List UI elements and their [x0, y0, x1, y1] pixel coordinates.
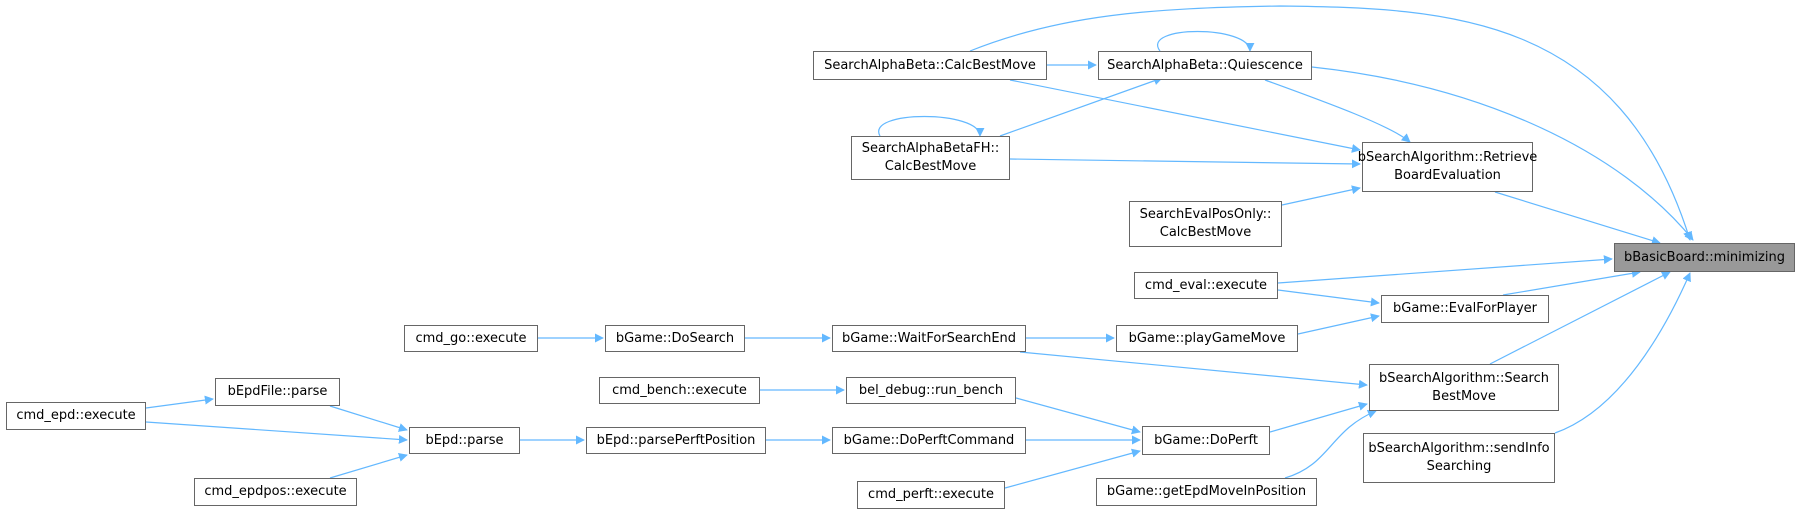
edge-playgamemove-evalforplayer [1297, 313, 1380, 335]
node-label-line: bGame::playGameMove [1128, 330, 1286, 346]
node-sabfh-calc[interactable]: SearchAlphaBetaFH::CalcBestMove [851, 136, 1010, 180]
node-label-line: bel_debug::run_bench [858, 382, 1004, 398]
edge-getepd-searchbestmove [1284, 409, 1377, 479]
edge-cmdeval-minimizing [1277, 255, 1613, 284]
node-label-line: bSearchAlgorithm::sendInfo [1368, 441, 1550, 456]
edge-quiesce-retrieve [1264, 79, 1411, 143]
node-label-line: cmd_bench::execute [612, 382, 747, 398]
edge-waitsearch-searchbestmove [1019, 351, 1368, 389]
node-label-line: BestMove [1432, 388, 1496, 404]
node-label-line: CalcBestMove [884, 159, 977, 174]
edge-sabfh-retrieve [1009, 158, 1361, 169]
node-dosearch[interactable]: bGame::DoSearch [605, 325, 745, 352]
node-label-line: bSearchAlgorithm::Retrieve [1357, 150, 1538, 165]
edge-cmdperft-doperft [1004, 448, 1141, 489]
node-waitsearch[interactable]: bGame::WaitForSearchEnd [832, 325, 1026, 352]
node-label-line: bGame::DoPerftCommand [843, 432, 1015, 448]
edge-sabfh-quiesce [999, 76, 1163, 137]
node-epdfile-parse[interactable]: bEpdFile::parse [215, 378, 340, 406]
node-label-line: cmd_epdpos::execute [204, 484, 347, 499]
node-label-line: bGame::WaitForSearchEnd [841, 330, 1017, 346]
edge-sabcalc-minimizing [969, 5, 1692, 241]
node-label-line: bGame::DoSearch [615, 330, 735, 346]
edge-searchbestmove-minimizing [1489, 271, 1671, 365]
edge-cmdeval-evalforplayer [1277, 289, 1380, 307]
node-parseperft[interactable]: bEpd::parsePerftPosition [586, 427, 766, 454]
edge-epdfile-epdparse [329, 405, 408, 432]
node-runbench[interactable]: bel_debug::run_bench [846, 377, 1016, 404]
node-evalforplayer[interactable]: bGame::EvalForPlayer [1381, 295, 1549, 323]
edge-sendinfo-minimizing [1554, 272, 1691, 434]
node-label-line: cmd_go::execute [415, 330, 527, 346]
node-label-line: BoardEvaluation [1394, 168, 1501, 183]
edge-sabcalc-retrieve [1009, 79, 1361, 153]
node-doperftcmd[interactable]: bGame::DoPerftCommand [832, 427, 1026, 454]
node-epd-parse[interactable]: bEpd::parse [409, 427, 520, 454]
node-label-line: SearchAlphaBeta::Quiescence [1107, 57, 1303, 73]
node-label-line: bEpd::parsePerftPosition [596, 432, 756, 448]
edge-quiesce-minimizing [1311, 66, 1694, 241]
node-playgamemove[interactable]: bGame::playGameMove [1116, 325, 1298, 352]
edge-runbench-doperft [1015, 397, 1141, 435]
node-label-line: cmd_epd::execute [16, 408, 136, 423]
edge-evalpos-retrieve [1281, 185, 1361, 206]
edge-retrieve-minimizing [1494, 191, 1661, 245]
node-cmd-epdpos[interactable]: cmd_epdpos::execute [194, 478, 357, 506]
node-label-line: Searching [1426, 459, 1492, 474]
node-label-line: SearchAlphaBetaFH:: [861, 141, 1000, 156]
node-label-line: bGame::EvalForPlayer [1393, 301, 1537, 316]
node-cmd-eval[interactable]: cmd_eval::execute [1134, 272, 1278, 299]
node-evalpos[interactable]: SearchEvalPosOnly::CalcBestMove [1129, 201, 1282, 247]
edge-quiesce-self [1156, 31, 1255, 52]
node-label-line: CalcBestMove [1159, 225, 1252, 240]
node-sab-calc[interactable]: SearchAlphaBeta::CalcBestMove [813, 51, 1047, 80]
node-cmd-perft[interactable]: cmd_perft::execute [857, 481, 1005, 509]
edge-evalforplayer-minimizing [1502, 268, 1641, 296]
node-label-line: SearchEvalPosOnly:: [1139, 207, 1272, 222]
edge-cmdepd-epdparse [145, 421, 408, 444]
node-label-line: bEpd::parse [425, 432, 504, 448]
node-cmd-bench[interactable]: cmd_bench::execute [599, 377, 760, 404]
node-label-line: bGame::DoPerft [1154, 432, 1258, 448]
edge-cmdepdpos-epdparse [329, 453, 408, 479]
node-getepdmove[interactable]: bGame::getEpdMoveInPosition [1096, 478, 1317, 506]
node-minimizing: bBasicBoard::minimizing [1614, 243, 1795, 272]
node-label-line: cmd_perft::execute [868, 487, 994, 502]
node-label-line: cmd_eval::execute [1144, 277, 1268, 293]
edge-cmdepd-epdfile [145, 395, 214, 409]
edge-doperft-searchbestmove [1269, 401, 1368, 433]
node-cmd-go[interactable]: cmd_go::execute [404, 325, 538, 352]
node-sab-quiesce[interactable]: SearchAlphaBeta::Quiescence [1098, 51, 1312, 80]
node-label-line: SearchAlphaBeta::CalcBestMove [824, 57, 1036, 73]
node-label-line: bBasicBoard::minimizing [1624, 249, 1785, 265]
node-label-line: bGame::getEpdMoveInPosition [1106, 484, 1307, 499]
node-cmd-epd[interactable]: cmd_epd::execute [6, 402, 146, 430]
node-label-line: bSearchAlgorithm::Search [1378, 370, 1549, 386]
node-label-line: bEpdFile::parse [227, 384, 328, 399]
node-doperft[interactable]: bGame::DoPerft [1142, 426, 1270, 455]
edge-sabfh-self [878, 115, 985, 137]
